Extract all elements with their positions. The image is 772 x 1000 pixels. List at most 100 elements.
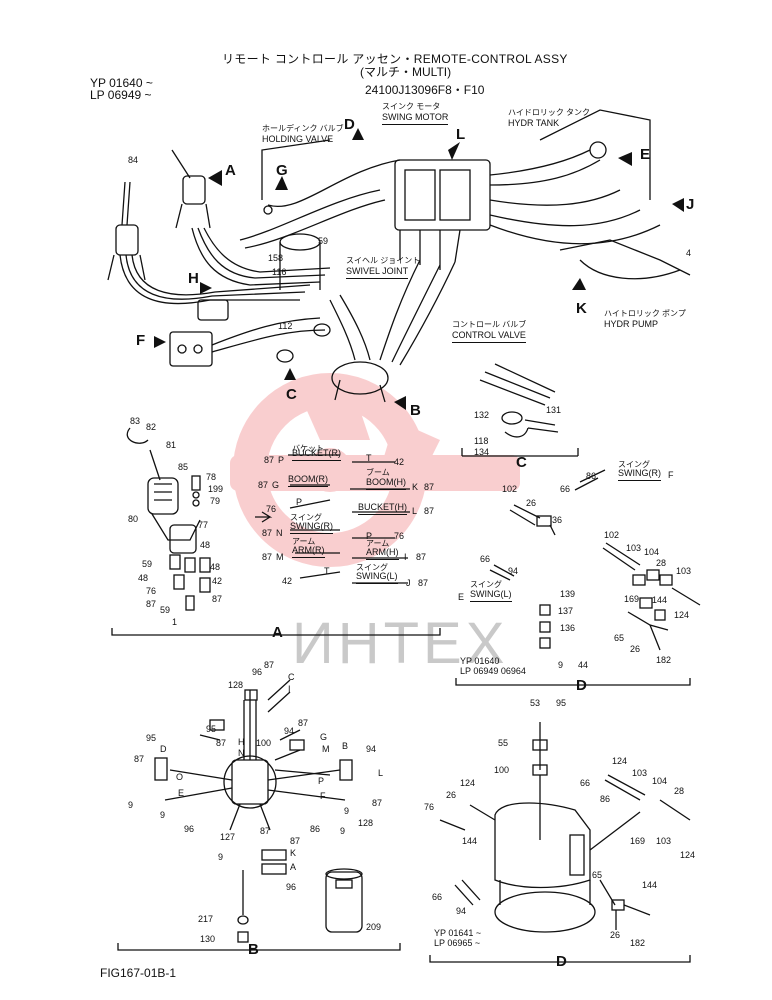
section-caption-d2: D — [556, 953, 567, 970]
hose-label: SWING(R) — [290, 521, 333, 534]
part-num: 144 — [652, 595, 668, 605]
hose-label: BOOM(H) — [366, 477, 406, 490]
part-num: F — [320, 791, 326, 801]
view-letter-e: E — [640, 146, 651, 163]
hose-num: 87 — [262, 552, 273, 562]
part-num: 137 — [558, 606, 574, 616]
part-num: 127 — [220, 832, 236, 842]
part-num: 95 — [146, 733, 157, 743]
part-num: 169 — [630, 836, 646, 846]
hose-num: 42 — [394, 457, 405, 467]
swing-r-mark: F — [668, 470, 674, 480]
hose-num: 87 — [264, 455, 275, 465]
part-num: 124 — [460, 778, 476, 788]
part-num: 96 — [252, 667, 263, 677]
hose-label: BUCKET(R) — [292, 448, 341, 461]
view-letter-b: B — [410, 402, 421, 419]
swing-motor-jp: スインク モータ — [382, 102, 441, 111]
hose-label: BUCKET(H) — [358, 502, 407, 515]
section-caption-b: B — [248, 941, 259, 958]
part-num: 130 — [200, 934, 216, 944]
part-num: 59 — [160, 605, 171, 615]
part-num: 182 — [630, 938, 646, 948]
hose-mark: P — [278, 455, 285, 465]
part-num: 104 — [652, 776, 668, 786]
part-num: 95 — [206, 724, 217, 734]
part-num: 82 — [146, 422, 157, 432]
view-letter-a: A — [225, 162, 236, 179]
hose-num: 87 — [424, 482, 435, 492]
figure-id: FIG167-01B-1 — [100, 966, 177, 980]
hose-label: ARM(R) — [292, 545, 325, 558]
part-num: 94 — [456, 906, 467, 916]
hose-num: 76 — [266, 504, 277, 514]
hose-jp: アーム — [292, 537, 316, 546]
hose-label: SWING(L) — [356, 571, 398, 584]
view-letter-l: L — [456, 126, 466, 143]
part-num: 66 — [580, 778, 591, 788]
part-num: 102 — [502, 484, 518, 494]
page-title: リモート コントロール アッセン・REMOTE-CONTROL ASSY — [222, 52, 568, 66]
part-num: 36 — [552, 515, 563, 525]
holding-valve-label: HOLDING VALVE — [262, 134, 334, 144]
control-valve-jp: コントロール バルブ — [452, 320, 527, 329]
part-num: 94 — [508, 566, 519, 576]
part-num: 102 — [604, 530, 620, 540]
part-num: 199 — [208, 484, 224, 494]
part-num: N — [238, 748, 245, 758]
part-num: 65 — [614, 633, 625, 643]
swing-l-label: SWING(L) — [470, 589, 512, 602]
serial-mid-lp: LP 06949 06964 — [460, 666, 526, 676]
hose-jp: アーム — [366, 539, 390, 548]
part-num: 26 — [526, 498, 537, 508]
part-num: 103 — [676, 566, 692, 576]
part-num: 55 — [498, 738, 509, 748]
part-num: K — [290, 848, 297, 858]
serial-yp: YP 01640 ~ — [90, 76, 153, 90]
part-num: B — [342, 741, 349, 751]
hose-mark: N — [276, 528, 283, 538]
part-num: I — [288, 684, 291, 694]
part-num: E — [178, 788, 185, 798]
swivel-joint-jp: スイヘル ジョイント — [346, 256, 421, 265]
part-num: 59 — [318, 236, 329, 246]
part-num: O — [176, 772, 184, 782]
control-valve-label: CONTROL VALVE — [452, 330, 526, 343]
part-num: 124 — [680, 850, 696, 860]
hose-num: 87 — [262, 528, 273, 538]
part-num: 53 — [530, 698, 541, 708]
part-num: 116 — [272, 267, 287, 277]
hose-num: 76 — [394, 531, 405, 541]
part-num: 87 — [216, 738, 227, 748]
part-num: 144 — [642, 880, 658, 890]
part-num: 42 — [212, 576, 223, 586]
hose-mark: G — [272, 480, 280, 490]
part-num: 1 — [172, 617, 178, 627]
part-num: 9 — [128, 800, 134, 810]
hydr-pump-label: HYDR PUMP — [604, 319, 659, 329]
part-num: 104 — [644, 547, 660, 557]
part-num: 9 — [344, 806, 350, 816]
part-num: G — [320, 732, 328, 742]
swivel-joint-label: SWIVEL JOINT — [346, 266, 409, 279]
part-num: 87 — [134, 754, 145, 764]
part-num: 169 — [624, 594, 640, 604]
part-num: 85 — [178, 462, 189, 472]
part-num: 94 — [366, 744, 377, 754]
part-num: 86 — [310, 824, 321, 834]
part-num: 48 — [210, 562, 221, 572]
serial-bottom-lp: LP 06965 ~ — [434, 938, 481, 948]
hose-label: T — [324, 566, 330, 576]
swing-l-mark: E — [458, 592, 465, 602]
view-letter-d: D — [344, 116, 355, 133]
hose-label: ARM(H) — [366, 547, 399, 560]
hose-jp: スイング — [290, 513, 322, 522]
view-letter-k: K — [576, 300, 587, 317]
part-num: 131 — [546, 405, 562, 415]
hose-label: BOOM(R) — [288, 474, 328, 487]
part-num: 158 — [268, 253, 284, 263]
part-num: 65 — [592, 870, 603, 880]
part-num: 76 — [146, 586, 157, 596]
part-num: 182 — [656, 655, 672, 665]
